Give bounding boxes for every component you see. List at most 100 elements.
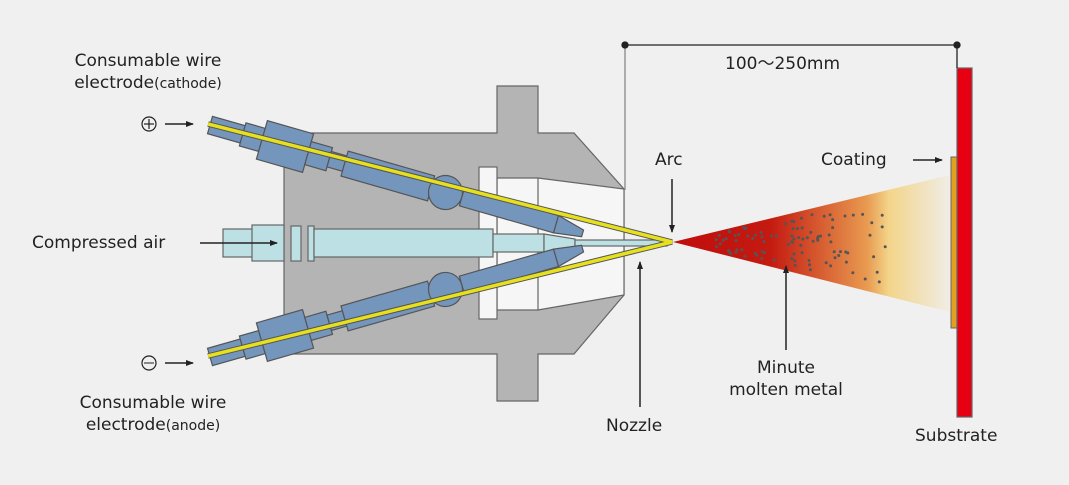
particle-dot (828, 213, 832, 217)
dimension-line (621, 41, 961, 190)
molten-particles (714, 212, 887, 284)
particle-dot (868, 233, 872, 237)
particle-dot (870, 221, 874, 225)
particle-dot (880, 225, 884, 229)
particle-dot (753, 233, 757, 237)
particle-dot (793, 264, 797, 267)
particle-dot (772, 258, 776, 262)
particle-dot (784, 222, 788, 226)
substrate-label: Substrate (915, 426, 998, 446)
particle-dot (824, 261, 828, 265)
particle-dot (844, 250, 848, 254)
particle-dot (883, 245, 887, 249)
coating-label: Coating (821, 150, 887, 170)
molten-metal-label: Minute molten metal (716, 357, 856, 401)
particle-dot (760, 250, 764, 254)
particle-dot (863, 277, 867, 281)
particle-dot (770, 234, 774, 238)
particle-dot (822, 214, 826, 218)
particle-dot (807, 259, 811, 262)
particle-dot (717, 233, 721, 237)
particle-dot (839, 250, 842, 254)
particle-dot (795, 227, 799, 230)
arc-label: Arc (655, 150, 683, 170)
particle-dot (762, 240, 766, 244)
particle-dot (721, 238, 725, 242)
particle-dot (742, 226, 746, 229)
particle-dot (715, 245, 718, 249)
particle-dot (714, 238, 718, 241)
cathode-suffix: (cathode) (154, 76, 222, 92)
spray-cone (673, 175, 950, 312)
particle-dot (775, 234, 778, 238)
particle-dot (792, 237, 796, 241)
particle-dot (827, 233, 831, 237)
particle-dot (734, 250, 738, 254)
minus-circle-icon (141, 355, 157, 371)
particle-dot (832, 250, 836, 254)
particle-dot (808, 263, 811, 267)
particle-dot (837, 254, 841, 257)
particle-dot (799, 243, 803, 247)
particle-dot (800, 251, 804, 255)
particle-dot (727, 249, 730, 253)
anode-label-line2: electrode (85, 415, 166, 435)
particle-dot (829, 240, 833, 244)
particle-dot (851, 271, 855, 275)
particle-dot (790, 219, 794, 223)
particle-dot (877, 280, 881, 284)
particle-dot (718, 242, 722, 246)
particle-dot (844, 260, 848, 264)
particle-dot (831, 218, 835, 222)
particle-dot (743, 254, 747, 258)
particle-dot (801, 237, 805, 241)
anode-label: Consumable wire electrode(anode) (58, 392, 248, 437)
particle-dot (819, 234, 822, 238)
coating (950, 156, 958, 329)
particle-dot (800, 226, 804, 230)
particle-dot (831, 226, 835, 230)
particle-dot (875, 270, 879, 274)
particle-dot (737, 233, 741, 236)
particle-dot (729, 252, 733, 256)
particle-dot (805, 236, 809, 240)
particle-dot (746, 234, 750, 238)
particle-dot (728, 230, 731, 234)
wires (207, 121, 673, 359)
particle-dot (740, 248, 744, 252)
particle-dot (760, 235, 764, 239)
particle-dot (811, 239, 815, 243)
particle-dot (793, 259, 797, 263)
plus-circle-icon (141, 116, 157, 132)
molten-metal-label-line1: Minute (756, 358, 816, 378)
cathode-label-line1: Consumable wire (74, 51, 222, 71)
nozzle-label: Nozzle (606, 416, 663, 436)
particle-dot (786, 242, 790, 246)
particle-dot (829, 264, 833, 268)
particle-dot (880, 213, 884, 217)
particle-dot (734, 239, 738, 243)
molten-metal-label-line2: molten metal (729, 380, 843, 400)
particle-dot (833, 256, 837, 260)
particle-dot (735, 248, 739, 252)
particle-dot (790, 240, 794, 244)
anode-label-line1: Consumable wire (79, 393, 227, 413)
particle-dot (759, 230, 763, 234)
particle-dot (790, 257, 794, 260)
cathode-label: Consumable wire electrode(cathode) (58, 50, 238, 95)
distance-label: 100～250mm (725, 54, 841, 74)
particle-dot (763, 251, 767, 255)
particle-dot (800, 216, 803, 220)
particle-dot (843, 214, 847, 218)
particle-dot (751, 237, 755, 240)
substrate (956, 67, 973, 418)
anode-suffix: (anode) (165, 418, 221, 434)
particle-dot (808, 268, 812, 272)
particle-dot (797, 236, 801, 240)
particle-dot (755, 253, 759, 257)
particle-dot (809, 230, 813, 234)
particle-dot (724, 237, 728, 241)
particle-dot (792, 252, 796, 256)
particle-dot (790, 234, 794, 238)
